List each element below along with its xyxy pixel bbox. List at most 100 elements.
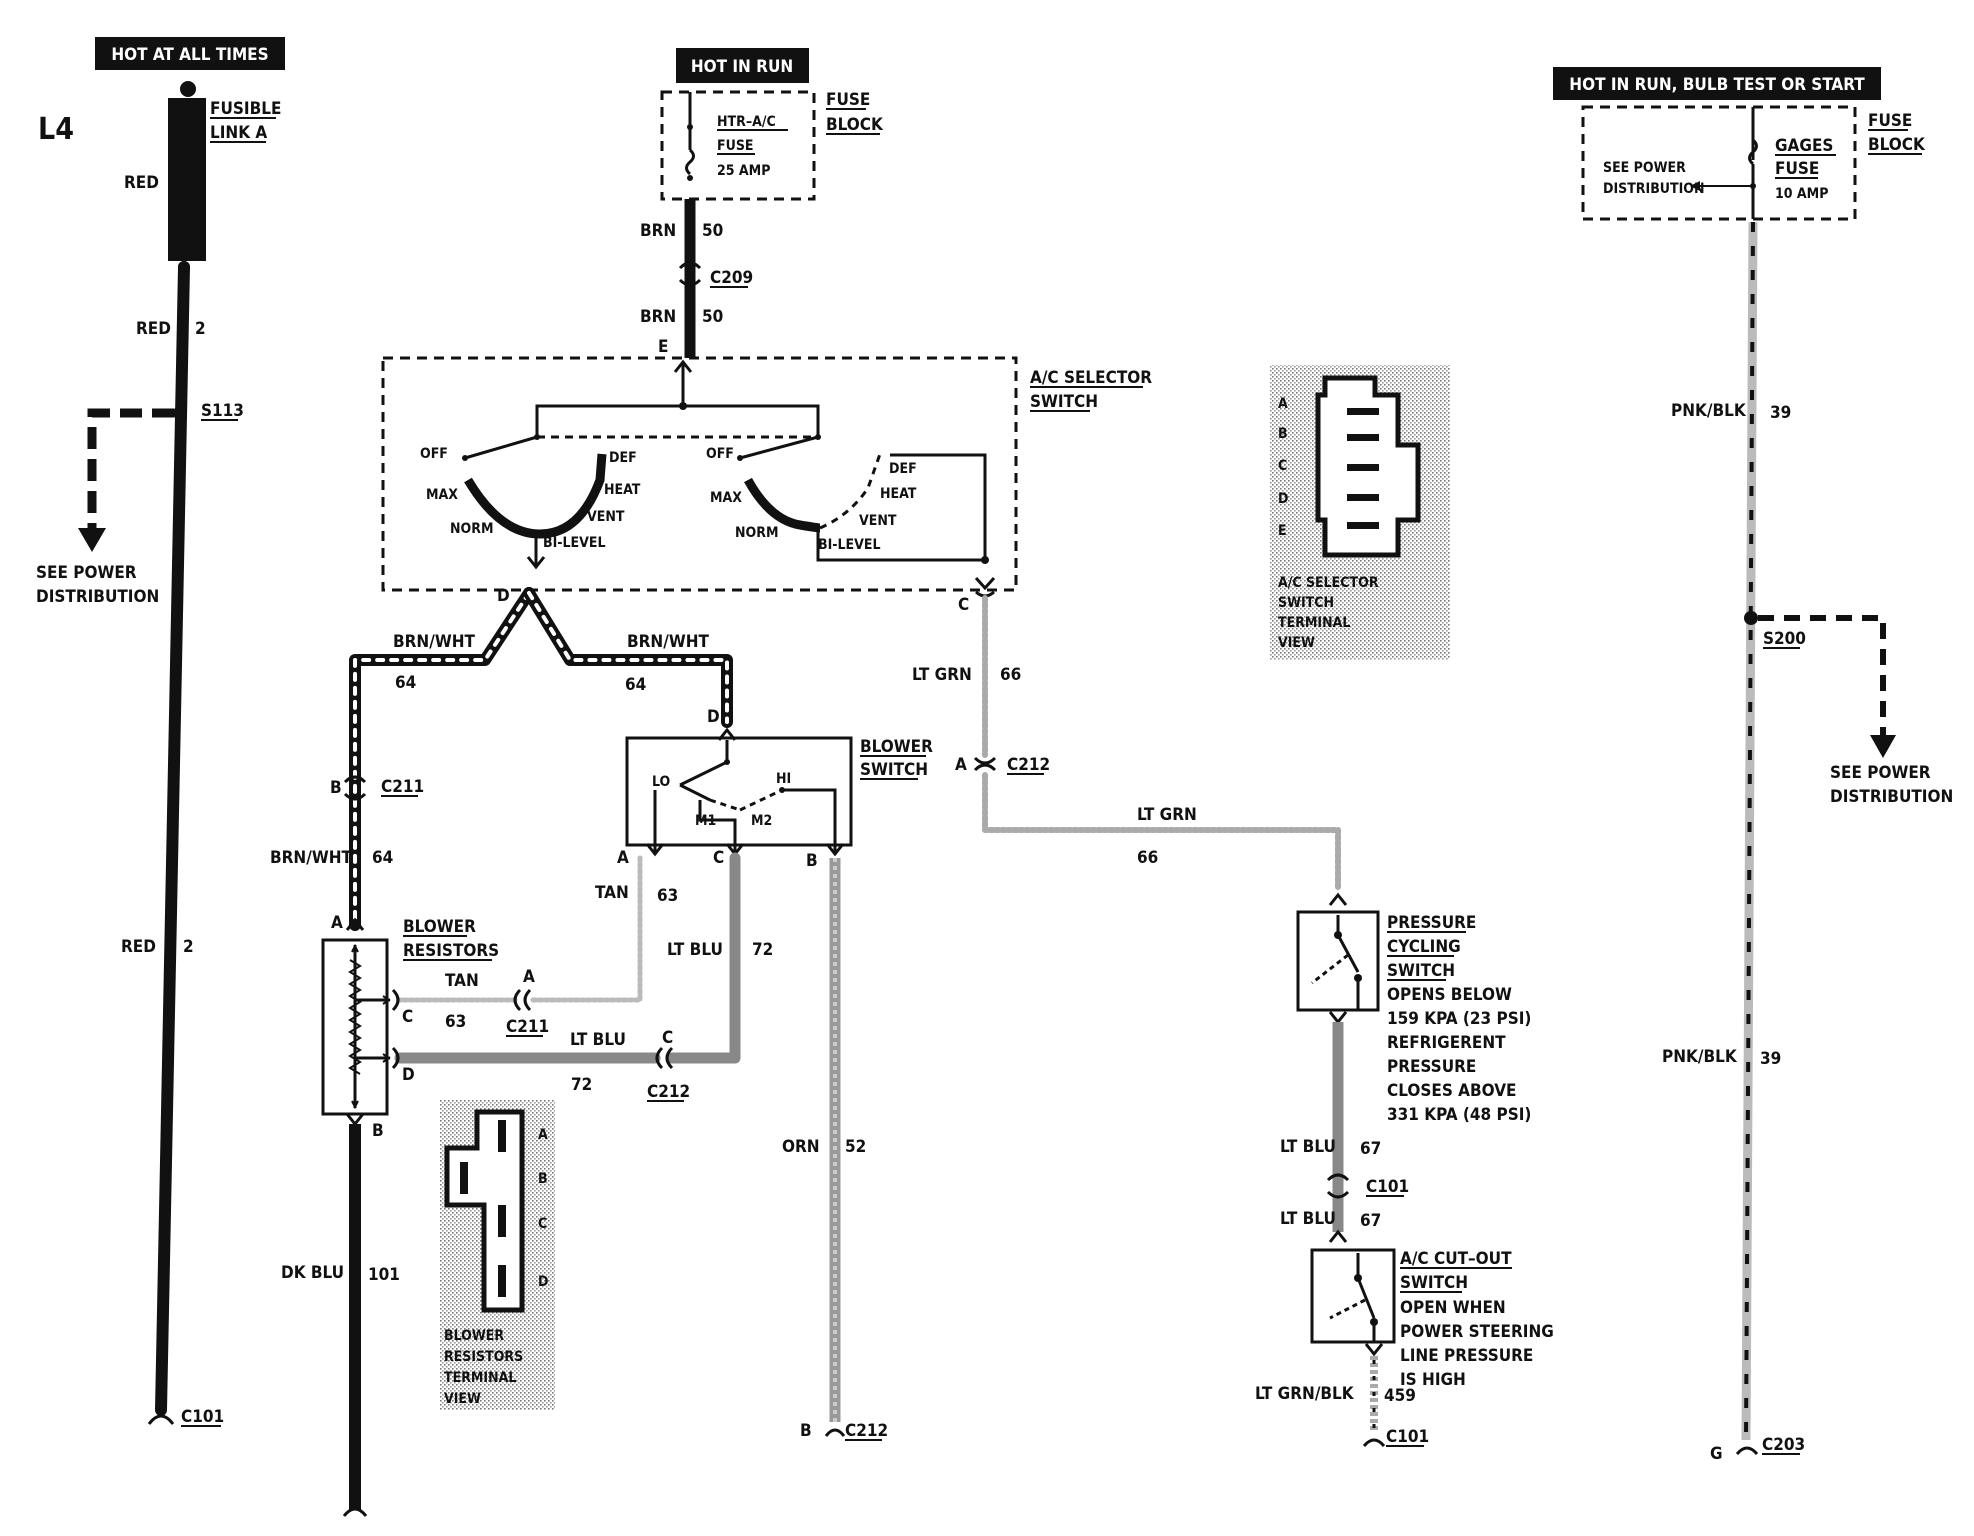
brn-wht-label-c211: BRN/WHT	[270, 848, 352, 868]
gages-fuse-label-3: 10 AMP	[1775, 186, 1828, 202]
lt-grn-circuit: LT GRN 66 A C212 LT GRN 66	[912, 595, 1341, 893]
ac-cutout-desc-1: OPEN WHEN	[1400, 1298, 1506, 1318]
brn-wire-label-2: BRN	[640, 307, 676, 327]
pin-b-c212-orn: B	[800, 1421, 812, 1441]
brn-wht-wire-right	[523, 587, 733, 728]
brn-wht-label-left: BRN/WHT	[393, 632, 475, 652]
ac-selector-label-1: A/C SELECTOR	[1030, 368, 1152, 388]
sel-term-b: B	[1278, 426, 1288, 442]
blower-lo: LO	[652, 774, 671, 790]
fuse-block-label-1: FUSE	[826, 90, 870, 110]
header-hot-at-all-times-label: HOT AT ALL TIMES	[111, 45, 268, 65]
tan-wire	[527, 855, 643, 1003]
sel-term-e: E	[1278, 523, 1287, 539]
see-power-right-1: SEE POWER	[1830, 763, 1931, 783]
term-c: C	[538, 1216, 547, 1232]
blower-resistors: BLOWER RESISTORS C D B DK BLU 101	[281, 917, 499, 1517]
lt-blu-67-num-1: 67	[1360, 1139, 1381, 1159]
fuse-icon	[685, 148, 695, 176]
pin-c-resistors: C	[402, 1007, 413, 1027]
connector-c211-tan-label: C211	[506, 1017, 549, 1037]
resistor-connector-shape	[444, 1109, 525, 1313]
dk-blu-num: 101	[368, 1265, 400, 1285]
connector-c101-mid	[1326, 1173, 1350, 1199]
orn-label: ORN	[782, 1137, 820, 1157]
sel-bilevel-right: BI-LEVEL	[818, 537, 881, 553]
pressure-desc-6: 331 KPA (48 PSI)	[1387, 1105, 1531, 1125]
pin-a-blower: A	[617, 848, 629, 868]
blower-switch: D BLOWER SWITCH LO HI M1 M2 A C B	[617, 707, 933, 871]
pressure-desc-2: 159 KPA (23 PSI)	[1387, 1009, 1531, 1029]
brn-wht-num-c211: 64	[372, 848, 393, 868]
connector-c212-grn	[973, 756, 997, 772]
lt-blu-72-num-2: 72	[571, 1075, 592, 1095]
selector-tv-3: TERMINAL	[1278, 615, 1350, 631]
red-wire-label-bottom: RED	[121, 937, 156, 957]
term-b: B	[538, 1171, 548, 1187]
gages-circuit: HOT IN RUN, BULB TEST OR START FUSE BLOC…	[1553, 67, 1953, 1464]
ac-cutout-desc-4: IS HIGH	[1400, 1370, 1466, 1390]
pin-d-blower: D	[707, 707, 720, 727]
red-wire-num-bottom: 2	[183, 937, 194, 957]
right-selector-arc	[744, 477, 821, 533]
lt-blu-72-label-2: LT BLU	[570, 1030, 626, 1050]
connector-c212-blu-label: C212	[647, 1082, 690, 1102]
see-power-right-2: DISTRIBUTION	[1830, 787, 1953, 807]
fusible-link-label-2: LINK A	[210, 123, 267, 143]
arrow-left-icon	[1690, 181, 1700, 191]
pin-e-label: E	[658, 337, 668, 357]
selector-terminal-view: A B C D E A/C SELECTOR SWITCH TERMINAL V…	[1270, 365, 1450, 660]
see-power-fuse-1: SEE POWER	[1603, 160, 1686, 176]
gages-fuse-label-2: FUSE	[1775, 159, 1819, 179]
lt-grn-blk-num: 459	[1384, 1386, 1416, 1406]
htr-fuse-circuit: HOT IN RUN FUSE BLOCK HTR–A/C FUSE 25 AM…	[640, 48, 884, 358]
sel-norm-left: NORM	[450, 521, 493, 537]
pin-d-selector: D	[497, 586, 510, 606]
ac-cutout-label-2: SWITCH	[1400, 1273, 1468, 1293]
sel-vent-right: VENT	[859, 513, 897, 529]
sel-vent-left: VENT	[587, 509, 625, 525]
sel-def-right: DEF	[889, 461, 917, 477]
fuse-block-label-2: BLOCK	[826, 115, 884, 135]
htr-fuse-label-2: FUSE	[717, 138, 754, 154]
splice-s113-label: S113	[201, 401, 244, 421]
blower-resistors-terminal-view: A B C D BLOWER RESISTORS TERMINAL VIEW	[440, 1100, 555, 1410]
term-a: A	[538, 1127, 548, 1143]
lt-blu-67-label-2: LT BLU	[1280, 1209, 1336, 1229]
blower-resistors-label-1: BLOWER	[403, 917, 476, 937]
lt-blu-72-label-1: LT BLU	[667, 940, 723, 960]
pressure-label-2: CYCLING	[1387, 937, 1461, 957]
header-hot-in-run-bulb-label: HOT IN RUN, BULB TEST OR START	[1569, 75, 1865, 95]
resistors-tv-2: RESISTORS	[444, 1349, 523, 1365]
ac-selector-box	[381, 356, 1018, 592]
pressure-label-1: PRESSURE	[1387, 913, 1476, 933]
ac-cutout-box	[1310, 1248, 1396, 1344]
resistors-tv-4: VIEW	[444, 1391, 481, 1407]
red-wire-label-2: RED	[136, 319, 171, 339]
lt-grn-blk-label: LT GRN/BLK	[1255, 1384, 1355, 1404]
ac-cutout-label-1: A/C CUT–OUT	[1400, 1249, 1512, 1269]
brn-wire-num-1: 50	[702, 221, 723, 241]
connector-c211-tan	[513, 988, 532, 1012]
brn-wire-label-1: BRN	[640, 221, 676, 241]
header-hot-in-run	[676, 48, 809, 83]
fusible-link	[168, 98, 206, 261]
red-circuit: HOT AT ALL TIMES L4 FUSIBLE LINK A RED R…	[36, 37, 285, 1427]
lt-blu-67-num-2: 67	[1360, 1211, 1381, 1231]
see-power-distribution-left-2: DISTRIBUTION	[36, 587, 159, 607]
pnk-blk-label-1: PNK/BLK	[1671, 401, 1747, 421]
fuse-block-right-1: FUSE	[1868, 111, 1912, 131]
fuse-block-right-2: BLOCK	[1868, 135, 1926, 155]
pressure-desc-1: OPENS BELOW	[1387, 985, 1512, 1005]
pin-a-c211: A	[523, 967, 535, 987]
connector-c101-left	[147, 1414, 175, 1425]
blower-switch-label-1: BLOWER	[860, 737, 933, 757]
ac-cutout-switch: A/C CUT–OUT SWITCH OPEN WHEN POWER STEER…	[1255, 1229, 1554, 1448]
sel-term-a: A	[1278, 396, 1288, 412]
header-hot-in-run-label: HOT IN RUN	[691, 57, 793, 77]
pin-d-resistors: D	[402, 1065, 415, 1085]
connector-c209	[678, 261, 702, 287]
tan-num-1: 63	[657, 886, 678, 906]
term-d: D	[538, 1274, 548, 1290]
